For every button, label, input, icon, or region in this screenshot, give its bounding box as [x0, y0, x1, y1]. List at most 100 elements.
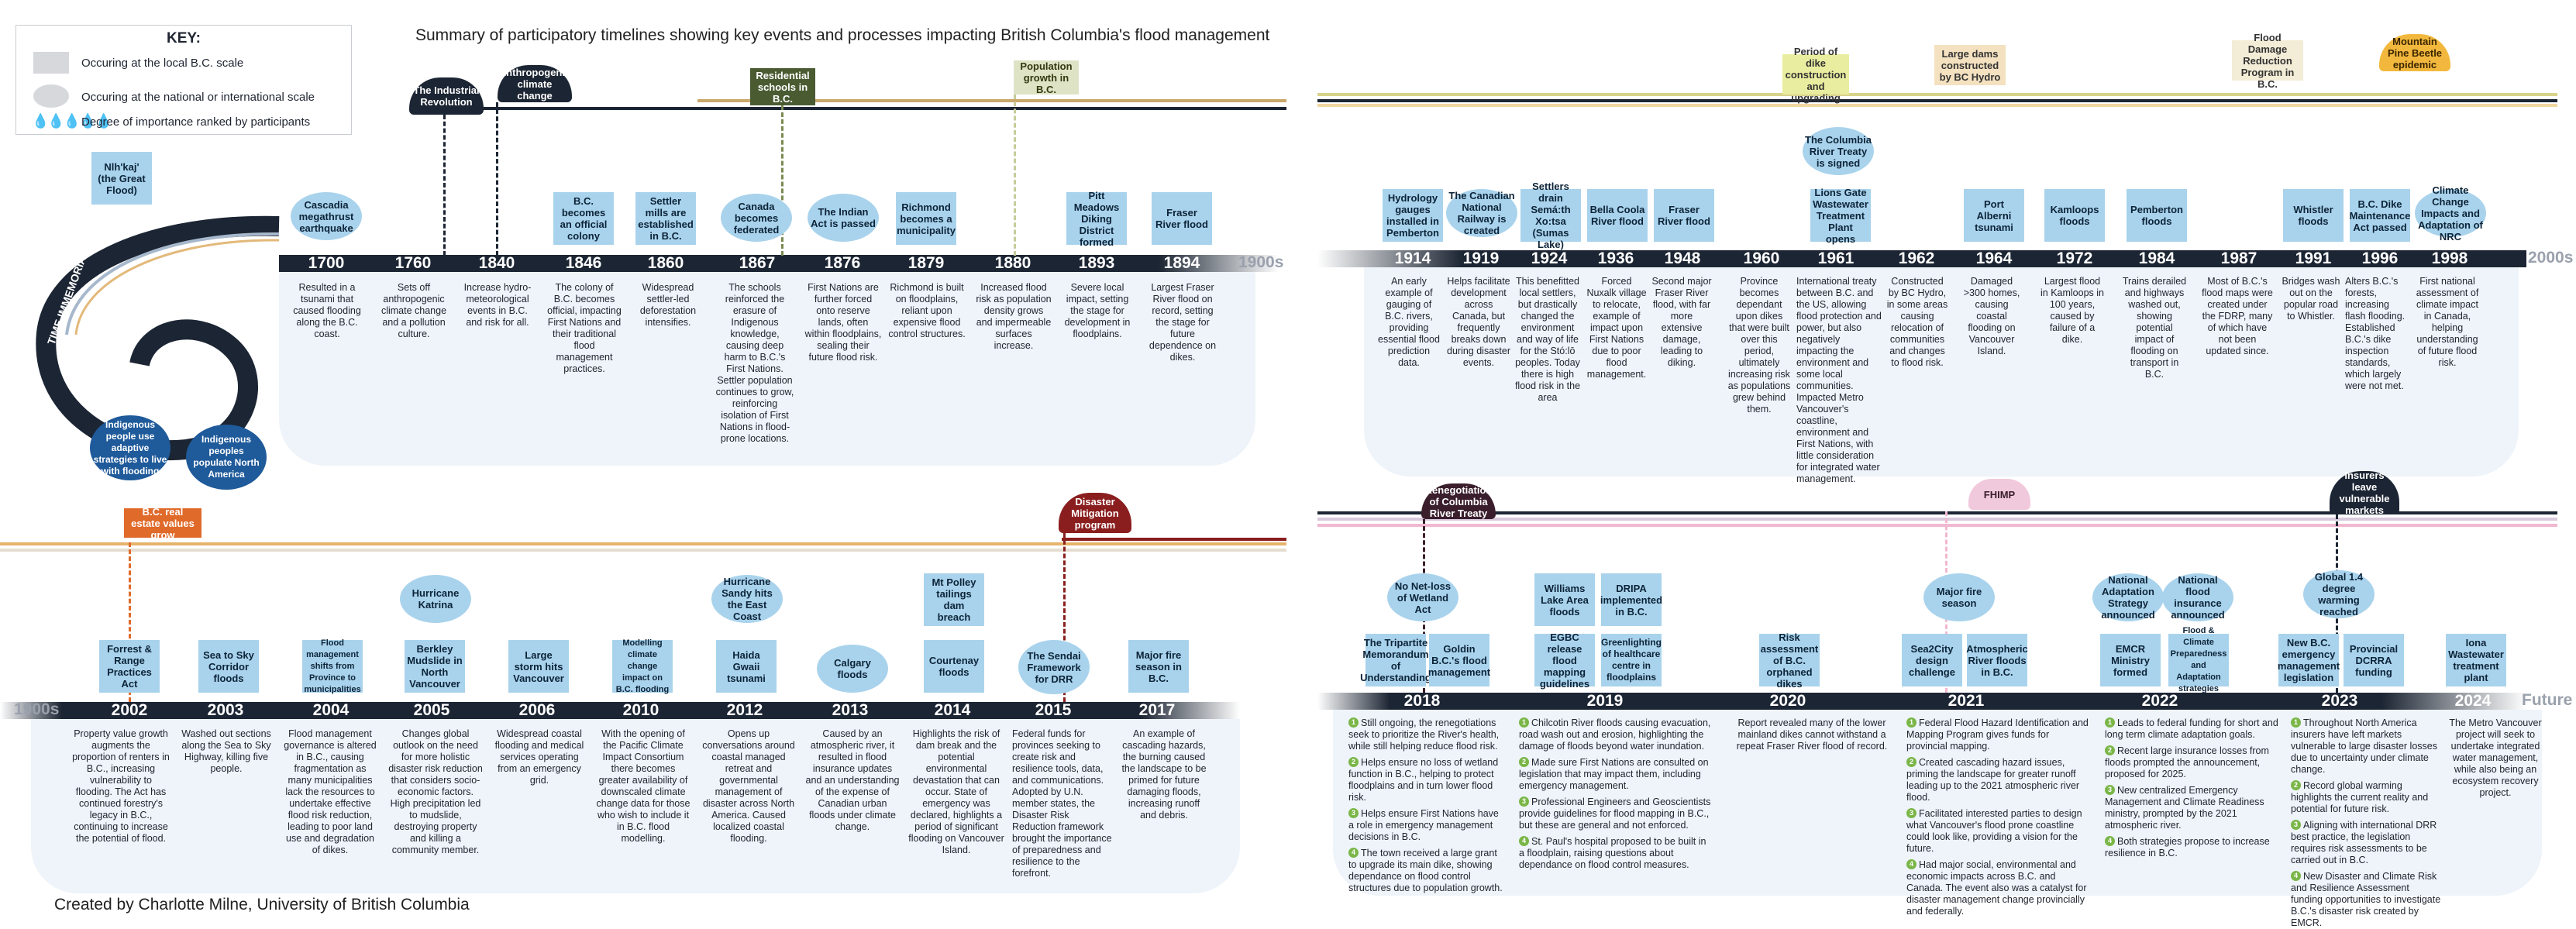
tl4-event-healthcare: Greenlighting of healthcare centre in fl…	[1601, 634, 1662, 686]
tl2-year-1961: 1961	[1817, 249, 1855, 267]
tl3-year-2002: 2002	[111, 701, 148, 719]
tl1-year-1879: 1879	[907, 254, 945, 272]
tl3-year-2003: 2003	[207, 701, 244, 719]
tl1-dash-1760	[443, 115, 446, 256]
tl2-desc-1972: Largest flood in Kamloops in 100 years, …	[2040, 276, 2104, 345]
tl1-desc-1879: Richmond is built on floodplains, relian…	[888, 282, 966, 339]
tl4-process-line-3	[1317, 524, 2557, 527]
tl4-event-dcrra: Provincial DCRRA funding	[2344, 634, 2404, 686]
tl3-year-2013: 2013	[832, 701, 869, 719]
tag-pine-beetle: Mountain Pine Beetle epidemic	[2379, 34, 2450, 71]
tl1-event-fraser-flood: Fraser River flood	[1152, 192, 1212, 245]
tl1-year-1894: 1894	[1163, 254, 1200, 272]
key-local-label: Occuring at the local B.C. scale	[81, 57, 244, 70]
tl4-event-dripa: DRIPA implemented in B.C.	[1600, 573, 1662, 626]
tl4-event-emcr: EMCR Ministry formed	[2100, 634, 2161, 686]
tl2-year-1919: 1919	[1462, 249, 1500, 267]
tl1-year-1846: 1846	[565, 254, 602, 272]
tl4-year-2020: 2020	[1769, 692, 1806, 710]
tl3-event-sendai: The Sendai Framework for DRR	[1018, 640, 1090, 694]
tl3-event-sea-to-sky: Sea to Sky Corridor floods	[198, 640, 259, 693]
tl4-event-orphaned-dikes: Risk assessment of B.C. orphaned dikes	[1759, 631, 1820, 690]
tl2-year-1960: 1960	[1743, 249, 1780, 267]
tag-fhimp: FHIMP	[1968, 479, 2030, 510]
tl1-year-1760: 1760	[394, 254, 432, 272]
tl3-year-2004: 2004	[312, 701, 350, 719]
tl1-event-colony: B.C. becomes an official colony	[553, 192, 614, 245]
tag-large-dams: Large dams constructed by BC Hydro	[1934, 45, 2006, 85]
tl1-event-richmond: Richmond becomes a municipality	[896, 192, 956, 245]
tl1-dash-1867	[781, 105, 783, 256]
tl2-desc-1948: Second major Fraser River flood, with fa…	[1651, 276, 1712, 368]
tl1-process-line-2	[697, 99, 1286, 102]
tag-anthropogenic-climate-change: Anthropogenic climate change	[498, 65, 572, 102]
tl1-desc-1846: The colony of B.C. becomes official, imp…	[547, 282, 622, 374]
tl4-year-2022: 2022	[2141, 692, 2178, 710]
tl4-event-iona: Iona Wastewater treatment plant	[2446, 634, 2506, 686]
tl2-event-bella-coola: Bella Coola River flood	[1587, 189, 1648, 242]
key-importance-label: Degree of importance ranked by participa…	[81, 115, 311, 129]
tl2-year-1991: 1991	[2295, 249, 2332, 267]
tl2-desc-1924: This benefitted local settlers, but dras…	[1514, 276, 1581, 403]
tl2-year-1948: 1948	[1664, 249, 1701, 267]
tl1-desc-1700: Resulted in a tsunami that caused floodi…	[293, 282, 361, 339]
tl2-event-dike-act: B.C. Dike Maintenance Act passed	[2350, 189, 2410, 242]
tl1-year-1876: 1876	[824, 254, 861, 272]
tl1-desc-1867: The schools reinforced the erasure of In…	[715, 282, 794, 444]
tl1-year-1860: 1860	[647, 254, 684, 272]
tl4-desc-2024: The Metro Vancouver project will seek to…	[2449, 717, 2542, 798]
tl4-event-nas: National Adaptation Strategy announced	[2092, 573, 2164, 621]
local-scale-swatch	[33, 52, 69, 74]
tl3-desc-2005: Changes global outlook on the need for m…	[388, 728, 483, 855]
tl4-event-major-fire-season: Major fire season	[1923, 573, 1995, 621]
tl2-event-sumas-lake: Settlers drain Semá:th Xo:tsa (Sumas Lak…	[1520, 181, 1581, 250]
tl2-event-hydrology-gauges: Hydrology gauges installed in Pemberton	[1383, 189, 1443, 242]
tl3-event-modelling: Modelling climate change impact on B.C. …	[612, 638, 673, 694]
key-heading: KEY:	[167, 30, 201, 46]
tl2-event-kamloops: Kamloops floods	[2044, 189, 2105, 242]
tl2-event-columbia-treaty: The Columbia River Treaty is signed	[1803, 127, 1874, 175]
tl1-dash-1840	[496, 102, 498, 256]
tl3-process-line-2	[0, 549, 1286, 552]
tl3-event-major-fire: Major fire season in B.C.	[1128, 640, 1189, 693]
era-2000s-top: 2000s	[2528, 249, 2574, 267]
tl1-desc-1893: Severe local impact, setting the stage f…	[1064, 282, 1131, 339]
tl2-process-line-1	[1317, 99, 2557, 102]
tl1-year-1880: 1880	[994, 254, 1031, 272]
tl2-year-1972: 1972	[2056, 249, 2093, 267]
tl1-event-indian-act: The Indian Act is passed	[808, 194, 879, 242]
tl2-desc-1960: Province becomes dependant upon dikes th…	[1727, 276, 1791, 415]
tl4-year-2019: 2019	[1586, 692, 1624, 710]
tl3-desc-2002: Property value growth augments the propo…	[72, 728, 170, 844]
tl3-desc-band	[31, 719, 1240, 893]
tl2-desc-1936: Forced Nuxalk village to relocate, examp…	[1586, 276, 1647, 380]
tl2-event-fraser-1948: Fraser River flood	[1654, 189, 1714, 242]
tl3-event-katrina: Hurricane Katrina	[400, 575, 471, 623]
tl3-desc-2017: An example of cascading hazards, the bur…	[1121, 728, 1207, 821]
event-great-flood: Nlh'kaj' (the Great Flood)	[91, 152, 152, 205]
tl3-desc-2006: Widespread coastal flooding and medical …	[494, 728, 584, 786]
tag-industrial-revolution: The Industrial Revolution	[409, 77, 484, 115]
tl4-event-global-warming: Global 1.4 degree warming reached	[2303, 570, 2375, 618]
page-title: Summary of participatory timelines showi…	[415, 26, 1270, 44]
tl3-year-2017: 2017	[1138, 701, 1176, 719]
tag-population-growth: Population growth in B.C.	[1014, 60, 1079, 95]
tl1-desc-1860: Widespread settler-led deforestation int…	[639, 282, 697, 328]
tl4-event-no-net-loss: No Net-loss of Wetland Act	[1387, 573, 1458, 621]
tl2-desc-1984: Trains derailed and highways washed out,…	[2122, 276, 2187, 380]
tl3-event-calgary: Calgary floods	[817, 645, 888, 693]
tl4-year-2024: 2024	[2454, 692, 2492, 710]
tl2-process-line-2	[1317, 93, 2557, 96]
tl1-year-1893: 1893	[1078, 254, 1115, 272]
tl4-year-2021: 2021	[1947, 692, 1985, 710]
tl4-event-atmospheric-river: Atmospheric River floods in B.C.	[1966, 634, 2028, 686]
tl2-axis	[1317, 250, 2526, 267]
tl1-dash-1880	[1014, 95, 1016, 256]
legend-key: KEY: Occuring at the local B.C. scale Oc…	[15, 25, 352, 135]
tag-insurers-leave: Insurers leave vulnerable markets	[2330, 470, 2399, 516]
tl3-desc-2015: Federal funds for provinces seeking to c…	[1012, 728, 1112, 879]
tl2-year-1996: 1996	[2361, 249, 2399, 267]
